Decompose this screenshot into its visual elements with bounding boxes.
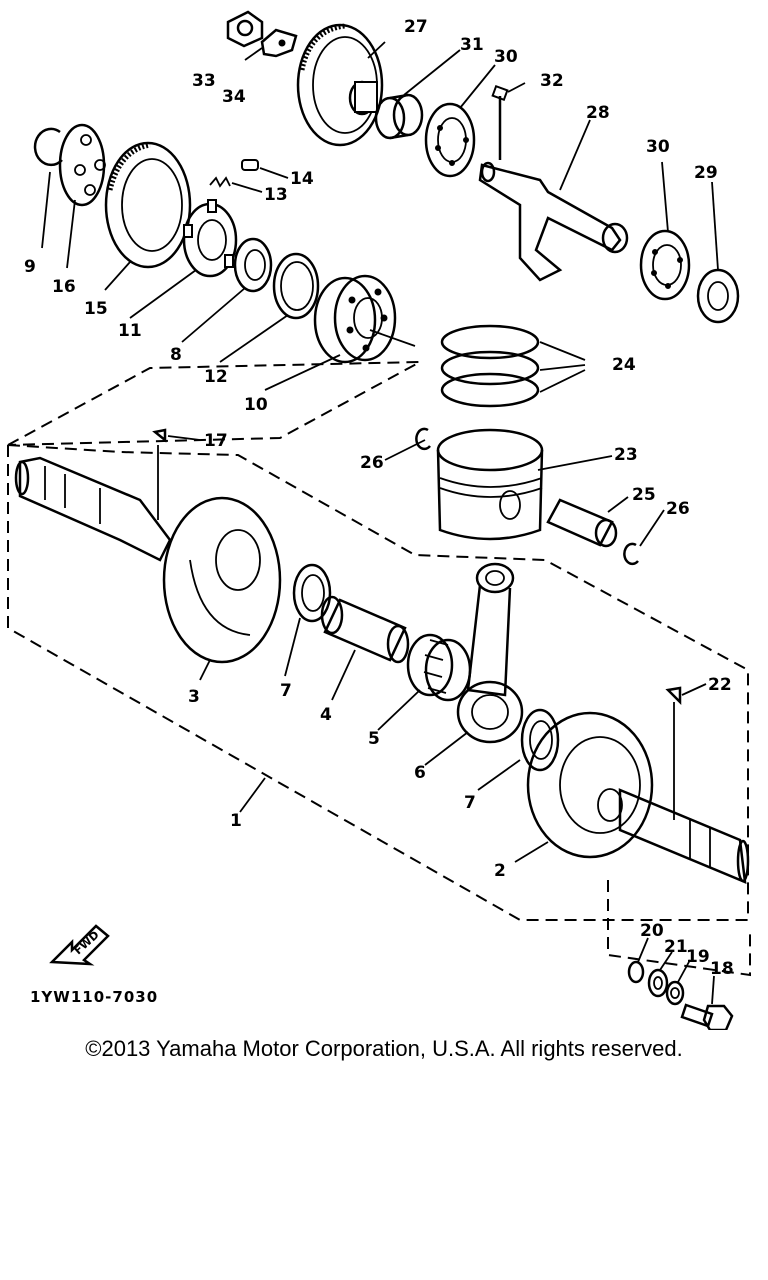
part-30-bearing-right [639, 229, 691, 301]
callout-2: 2 [494, 861, 506, 881]
leader-lines [41, 41, 719, 1005]
part-23-piston [436, 428, 544, 541]
part-26-clip-upper [415, 427, 431, 451]
callout-7-left: 7 [280, 681, 292, 701]
part-11-one-way-clutch [182, 199, 238, 278]
part-13-spring [209, 176, 231, 188]
diagram-code: 1YW110-7030 [30, 988, 158, 1006]
crankshaft-exploded-diagram: FWD [7, 10, 751, 1030]
callout-22: 22 [708, 675, 732, 695]
fwd-arrow-icon: FWD [49, 924, 110, 966]
callout-31: 31 [460, 35, 484, 55]
callout-9: 9 [24, 257, 36, 277]
part-5-needle-bearing [406, 633, 472, 702]
part-19-lock-washer [665, 980, 685, 1006]
callout-11: 11 [118, 321, 142, 341]
fwd-label: FWD [72, 928, 102, 957]
part-12-washer [272, 252, 320, 320]
callout-6: 6 [414, 763, 426, 783]
callout-12: 12 [204, 367, 228, 387]
part-31-collar [374, 93, 424, 140]
callout-25: 25 [632, 485, 656, 505]
part-14-plunger [241, 159, 259, 171]
part-27-gear [296, 23, 384, 147]
callout-26-lower: 26 [666, 499, 690, 519]
crankshaft-group-outline [7, 444, 749, 921]
callout-15: 15 [84, 299, 108, 319]
callout-26-upper: 26 [360, 453, 384, 473]
part-28-balancer-shaft [478, 96, 629, 282]
callout-8: 8 [170, 345, 182, 365]
callout-23: 23 [614, 445, 638, 465]
part-32-key [491, 84, 509, 102]
part-2-crank-right [526, 711, 750, 884]
part-7-washer-left [292, 563, 332, 623]
copyright-notice: ©2013 Yamaha Motor Corporation, U.S.A. A… [85, 1036, 683, 1061]
part-25-piston-pin [546, 498, 618, 548]
callout-21: 21 [664, 937, 688, 957]
part-15-starter-wheel-gear [104, 141, 192, 269]
callout-34: 34 [222, 87, 246, 107]
part-16-plate [58, 123, 106, 207]
callout-5: 5 [368, 729, 380, 749]
part-4-crank-pin [320, 595, 410, 664]
callout-4: 4 [320, 705, 332, 725]
callout-20: 20 [640, 921, 664, 941]
callout-30-right: 30 [646, 137, 670, 157]
part-20-o-ring [627, 960, 645, 984]
part-18-bolt [680, 1003, 734, 1030]
callout-19: 19 [686, 947, 710, 967]
part-10-bearing [313, 274, 397, 364]
part-33-nut [226, 10, 264, 48]
part-22-key [665, 686, 682, 706]
part-34-lock-washer [260, 28, 298, 58]
callout-17: 17 [204, 431, 228, 451]
part-21-washer [647, 968, 669, 998]
callout-33: 33 [192, 71, 216, 91]
part-6-connecting-rod [456, 562, 524, 744]
part-24-piston-rings [440, 324, 540, 408]
callout-27: 27 [404, 17, 428, 37]
callout-10: 10 [244, 395, 268, 415]
part-9-circlip [33, 127, 63, 167]
callout-16: 16 [52, 277, 76, 297]
callout-7-right: 7 [464, 793, 476, 813]
part-29-oil-seal [696, 268, 740, 324]
callout-32: 32 [540, 71, 564, 91]
callout-3: 3 [188, 687, 200, 707]
callout-29: 29 [694, 163, 718, 183]
callout-14: 14 [290, 169, 314, 189]
callout-labels: 33 34 27 31 30 32 28 30 29 14 13 9 16 15… [24, 17, 734, 979]
part-3-crank-left [14, 456, 282, 664]
part-8-bush [233, 237, 273, 293]
callout-1: 1 [230, 811, 242, 831]
callout-24: 24 [612, 355, 636, 375]
callout-30-upper: 30 [494, 47, 518, 67]
callout-28: 28 [586, 103, 610, 123]
callout-18: 18 [710, 959, 734, 979]
part-7-washer-right [520, 708, 560, 772]
part-26-clip-lower [623, 542, 639, 566]
callout-13: 13 [264, 185, 288, 205]
part-30-bearing-upper [424, 102, 476, 178]
part-17-key [152, 428, 167, 443]
